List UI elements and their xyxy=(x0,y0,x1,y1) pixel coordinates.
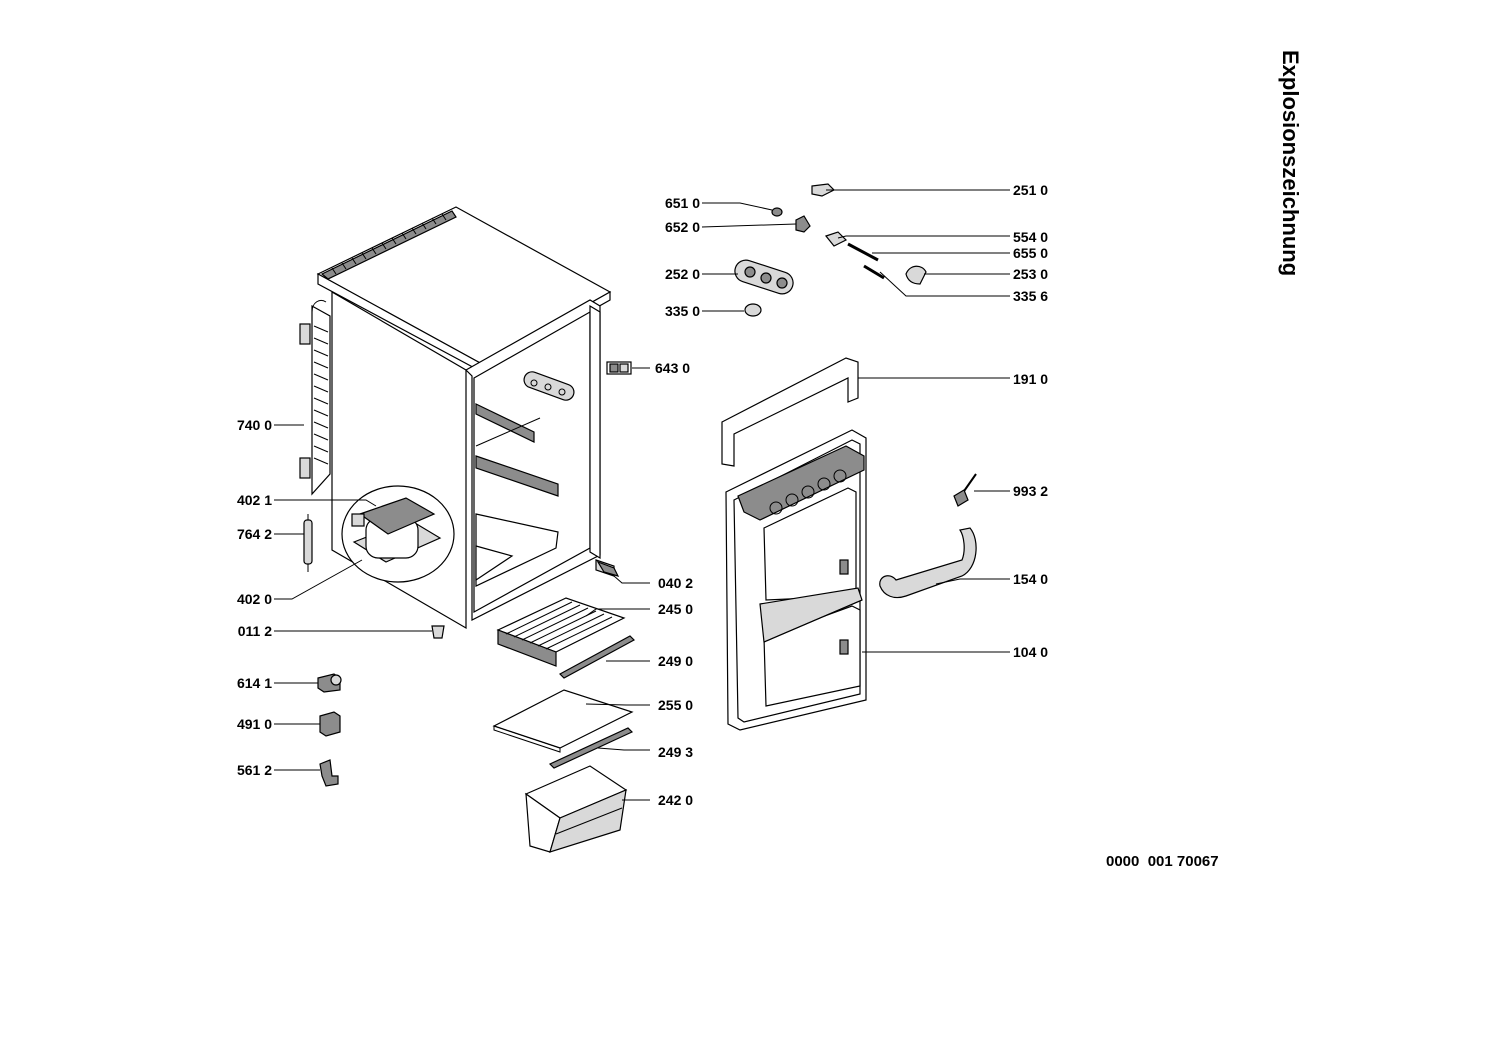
sheet-title: Explosionszeichnung xyxy=(1272,50,1308,330)
callout-764-2: 764 2 xyxy=(236,526,272,542)
callout-040-2: 040 2 xyxy=(658,575,694,591)
door-handle xyxy=(879,527,977,599)
callout-249-3: 249 3 xyxy=(658,744,694,760)
part-335-6 xyxy=(863,264,885,280)
callout-335-6: 335 6 xyxy=(1013,288,1049,304)
glass-shelf xyxy=(492,689,634,753)
callout-554-0: 554 0 xyxy=(1013,229,1049,245)
callout-154-0: 154 0 xyxy=(1013,571,1049,587)
small-part-561-2 xyxy=(319,759,339,787)
callout-655-0: 655 0 xyxy=(1013,245,1049,261)
part-643-0 xyxy=(606,361,632,375)
hinge-part-040-2 xyxy=(596,560,620,577)
callout-614-1: 614 1 xyxy=(236,675,272,691)
crisper-drawer xyxy=(524,765,628,853)
refrigerator-door xyxy=(725,429,867,731)
dryer-filter xyxy=(303,514,313,572)
small-part-614-1 xyxy=(317,673,342,693)
compressor xyxy=(341,485,455,583)
callout-335-0: 335 0 xyxy=(664,303,700,319)
leader-lines xyxy=(274,189,1010,801)
callout-245-0: 245 0 xyxy=(658,601,694,617)
callout-255-0: 255 0 xyxy=(658,697,694,713)
callout-253-0: 253 0 xyxy=(1013,266,1049,282)
callout-652-0: 652 0 xyxy=(664,219,700,235)
adjustable-foot xyxy=(431,625,445,639)
callout-491-0: 491 0 xyxy=(236,716,272,732)
thermostat-knob xyxy=(744,303,762,317)
document-number: 0000 001 70067 xyxy=(1106,853,1219,870)
part-655-0 xyxy=(847,242,879,262)
part-251-0 xyxy=(811,183,836,197)
part-993-2 xyxy=(953,473,977,507)
callout-191-0: 191 0 xyxy=(1013,371,1049,387)
callout-402-0: 402 0 xyxy=(236,591,272,607)
part-651-0 xyxy=(771,207,783,217)
door-seal xyxy=(721,357,859,467)
callout-242-0: 242 0 xyxy=(658,792,694,808)
thermostat-housing xyxy=(734,259,794,295)
shelf-strip-249-0 xyxy=(559,635,635,679)
callout-740-0: 740 0 xyxy=(236,417,272,433)
callout-104-0: 104 0 xyxy=(1013,644,1049,660)
part-652-0 xyxy=(795,215,811,233)
part-554-0 xyxy=(824,231,848,247)
rear-condenser xyxy=(299,299,331,496)
callout-643-0: 643 0 xyxy=(655,360,691,376)
shelf-strip-249-3 xyxy=(548,727,634,769)
small-part-491-0 xyxy=(319,711,341,737)
callout-251-0: 251 0 xyxy=(1013,182,1049,198)
callout-651-0: 651 0 xyxy=(664,195,700,211)
part-253-0 xyxy=(905,265,927,285)
callout-011-2: 011 2 xyxy=(237,623,272,639)
callout-252-0: 252 0 xyxy=(664,266,700,282)
callout-402-1: 402 1 xyxy=(236,492,272,508)
sheet-title-text: Explosionszeichnung xyxy=(1278,50,1303,277)
callout-993-2: 993 2 xyxy=(1013,483,1049,499)
callout-561-2: 561 2 xyxy=(236,762,272,778)
callout-249-0: 249 0 xyxy=(658,653,694,669)
